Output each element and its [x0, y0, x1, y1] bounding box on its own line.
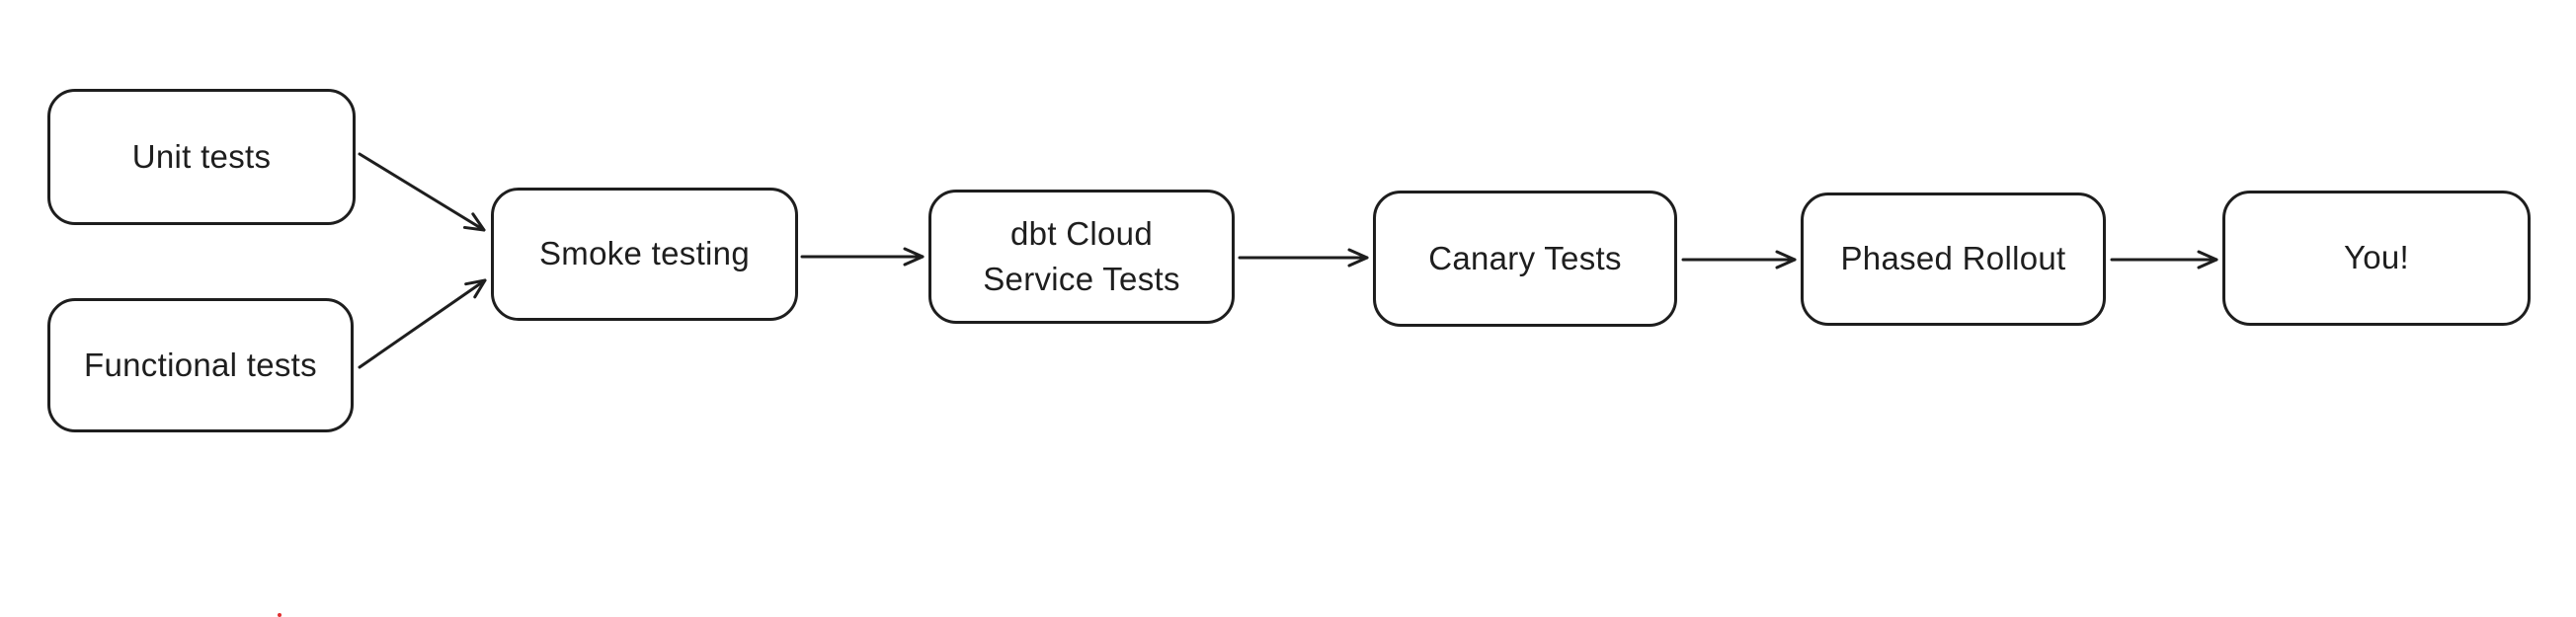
- node-smoke-testing: Smoke testing: [491, 188, 798, 321]
- flow-arrow-unit-tests-to-smoke-testing: [358, 152, 486, 232]
- node-dbt-cloud-service-tests-label: dbt Cloud Service Tests: [983, 214, 1180, 297]
- red-dot-artifact: [278, 613, 282, 617]
- flow-arrow-functional-tests-to-smoke-testing: [358, 278, 487, 369]
- node-functional-tests-label: Functional tests: [84, 346, 317, 383]
- node-canary-tests-label: Canary Tests: [1428, 239, 1622, 276]
- flowchart-canvas: Unit tests Functional tests Smoke testin…: [47, 89, 2531, 617]
- edges-layer: [358, 152, 2218, 369]
- node-phased-rollout: Phased Rollout: [1801, 193, 2106, 326]
- node-unit-tests-label: Unit tests: [131, 137, 272, 175]
- node-unit-tests: Unit tests: [47, 89, 356, 225]
- node-phased-rollout-label: Phased Rollout: [1840, 240, 2066, 277]
- node-dbt-cloud-service-tests: dbt Cloud Service Tests: [928, 190, 1235, 324]
- node-you: You!: [2222, 191, 2531, 326]
- node-functional-tests: Functional tests: [47, 298, 354, 617]
- node-smoke-testing-label: Smoke testing: [538, 235, 750, 272]
- node-you-label: You!: [2343, 239, 2410, 276]
- node-canary-tests: Canary Tests: [1373, 191, 1677, 327]
